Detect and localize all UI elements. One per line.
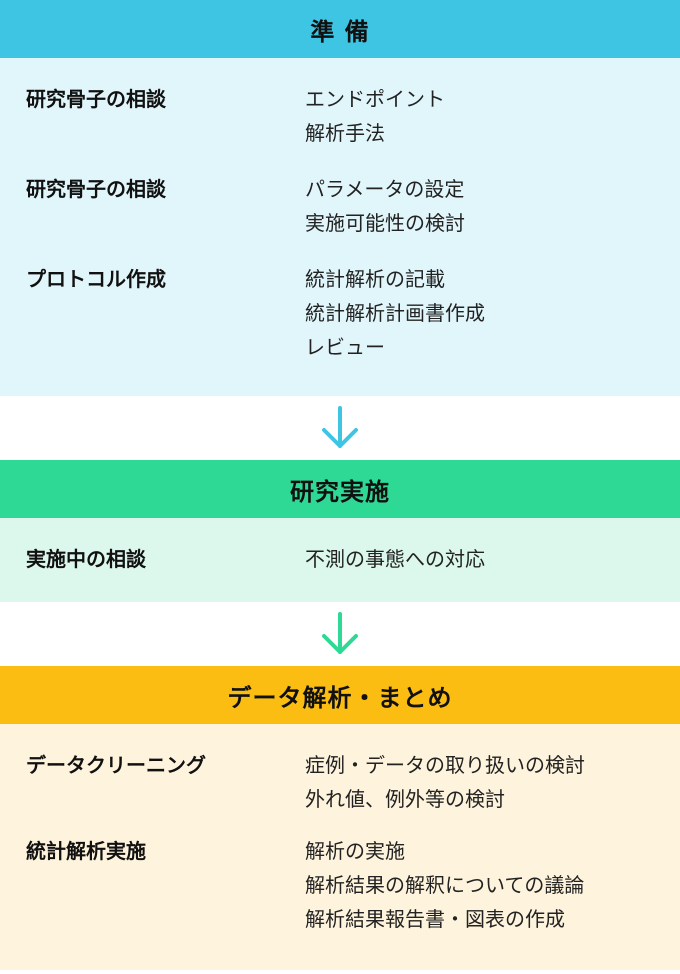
stage-title: 準 備 [0, 0, 680, 58]
row-detail: レビュー [305, 335, 385, 359]
row-detail: 症例・データの取り扱いの検討 [305, 753, 585, 777]
stage-row: 研究骨子の相談 エンドポイント 解析手法 [26, 82, 654, 150]
row-detail: パラメータの設定 [305, 177, 465, 201]
row-label: 統計解析実施 [26, 839, 146, 863]
row-detail: 解析の実施 [305, 839, 405, 863]
row-detail: 不測の事態への対応 [305, 547, 485, 571]
row-detail: 統計解析計画書作成 [305, 301, 485, 325]
stage-body: 研究骨子の相談 エンドポイント 解析手法 研究骨子の相談 パラメータの設定 実施… [0, 58, 680, 396]
stage-title: データ解析・まとめ [0, 666, 680, 724]
row-detail: 解析手法 [305, 121, 385, 145]
stage-study-execution: 研究実施 実施中の相談 不測の事態への対応 [0, 460, 680, 602]
row-details: エンドポイント 解析手法 [305, 82, 654, 150]
arrow-down-icon [322, 612, 358, 654]
row-details: 不測の事態への対応 [305, 542, 654, 576]
row-details: 症例・データの取り扱いの検討 外れ値、例外等の検討 [305, 748, 654, 816]
stage-body: データクリーニング 症例・データの取り扱いの検討 外れ値、例外等の検討 統計解析… [0, 724, 680, 970]
row-detail: 解析結果報告書・図表の作成 [305, 907, 565, 931]
row-label: プロトコル作成 [26, 267, 166, 291]
row-detail: 実施可能性の検討 [305, 211, 465, 235]
row-label: データクリーニング [26, 753, 206, 777]
stage-body: 実施中の相談 不測の事態への対応 [0, 518, 680, 602]
row-label: 実施中の相談 [26, 547, 146, 571]
row-label: 研究骨子の相談 [26, 87, 166, 111]
stage-row: 研究骨子の相談 パラメータの設定 実施可能性の検討 [26, 172, 654, 240]
stage-preparation: 準 備 研究骨子の相談 エンドポイント 解析手法 研究骨子の相談 パラメータの設… [0, 0, 680, 396]
row-detail: 解析結果の解釈についての議論 [305, 873, 585, 897]
row-label: 研究骨子の相談 [26, 177, 166, 201]
stage-row: 統計解析実施 解析の実施 解析結果の解釈についての議論 解析結果報告書・図表の作… [26, 834, 654, 936]
row-details: 解析の実施 解析結果の解釈についての議論 解析結果報告書・図表の作成 [305, 834, 654, 936]
row-details: パラメータの設定 実施可能性の検討 [305, 172, 654, 240]
stage-row: 実施中の相談 不測の事態への対応 [26, 542, 654, 576]
stage-row: プロトコル作成 統計解析の記載 統計解析計画書作成 レビュー [26, 262, 654, 364]
row-detail: 統計解析の記載 [305, 267, 445, 291]
row-detail: 外れ値、例外等の検討 [305, 787, 505, 811]
stage-row: データクリーニング 症例・データの取り扱いの検討 外れ値、例外等の検討 [26, 748, 654, 816]
flow-arrow [0, 396, 680, 460]
arrow-down-icon [322, 406, 358, 448]
stage-title: 研究実施 [0, 460, 680, 518]
flow-arrow [0, 602, 680, 666]
row-details: 統計解析の記載 統計解析計画書作成 レビュー [305, 262, 654, 364]
stage-data-analysis: データ解析・まとめ データクリーニング 症例・データの取り扱いの検討 外れ値、例… [0, 666, 680, 970]
row-detail: エンドポイント [305, 87, 445, 111]
